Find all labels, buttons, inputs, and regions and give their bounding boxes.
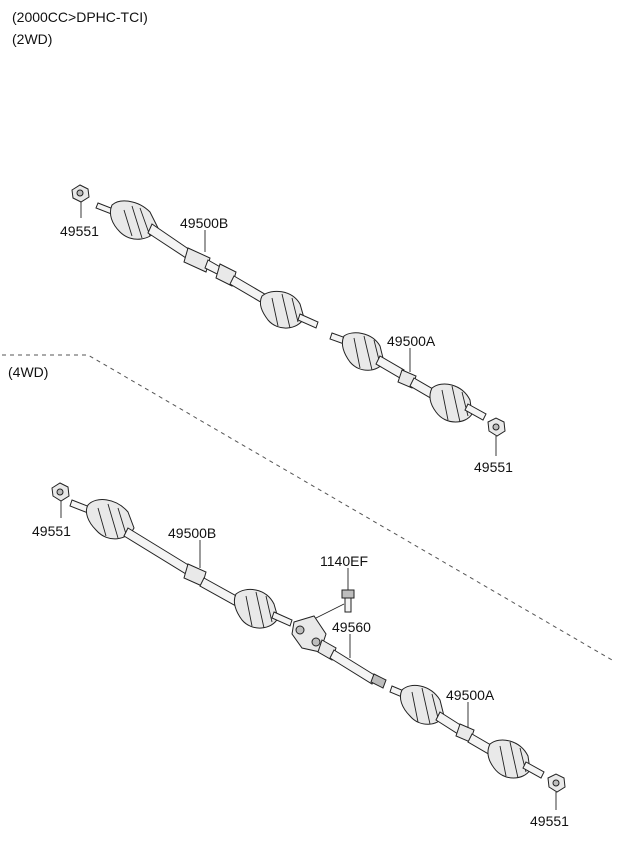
- part-number-4wd-nut-right[interactable]: 49551: [530, 813, 569, 829]
- part-number-4wd-shaft-left[interactable]: 49500B: [168, 525, 216, 541]
- nut-2wd-right[interactable]: [487, 417, 506, 437]
- drive-2wd-label: (2WD): [12, 31, 52, 47]
- part-number-2wd-nut-left[interactable]: 49551: [60, 223, 99, 239]
- nut-2wd-left[interactable]: [71, 184, 90, 203]
- part-number-4wd-shaft-right[interactable]: 49500A: [446, 687, 495, 703]
- nut-4wd-left[interactable]: [51, 482, 70, 502]
- bolt-4wd[interactable]: [341, 589, 355, 613]
- nut-4wd-right[interactable]: [547, 773, 566, 793]
- drive-4wd-label: (4WD): [8, 364, 48, 380]
- part-number-2wd-shaft-left[interactable]: 49500B: [180, 215, 228, 231]
- part-number-2wd-shaft-right[interactable]: 49500A: [387, 333, 436, 349]
- shaft-2wd-right[interactable]: [329, 332, 487, 423]
- part-number-4wd-bolt[interactable]: 1140EF: [320, 553, 368, 569]
- assembly-4wd: 49551 49500B 1140EF: [32, 482, 569, 829]
- part-number-4wd-intermediate-shaft[interactable]: 49560: [332, 619, 371, 635]
- assembly-2wd: 49551 49500B: [60, 184, 513, 475]
- shaft-2wd-left[interactable]: [95, 200, 319, 329]
- section-divider: [2, 354, 613, 661]
- shaft-4wd-left[interactable]: [69, 499, 293, 629]
- part-number-4wd-nut-left[interactable]: 49551: [32, 523, 71, 539]
- shaft-4wd-right[interactable]: [389, 684, 545, 779]
- engine-spec-label: (2000CC>DPHC-TCI): [12, 9, 148, 25]
- part-number-2wd-nut-right[interactable]: 49551: [474, 459, 513, 475]
- intermediate-shaft-4wd[interactable]: [291, 615, 387, 689]
